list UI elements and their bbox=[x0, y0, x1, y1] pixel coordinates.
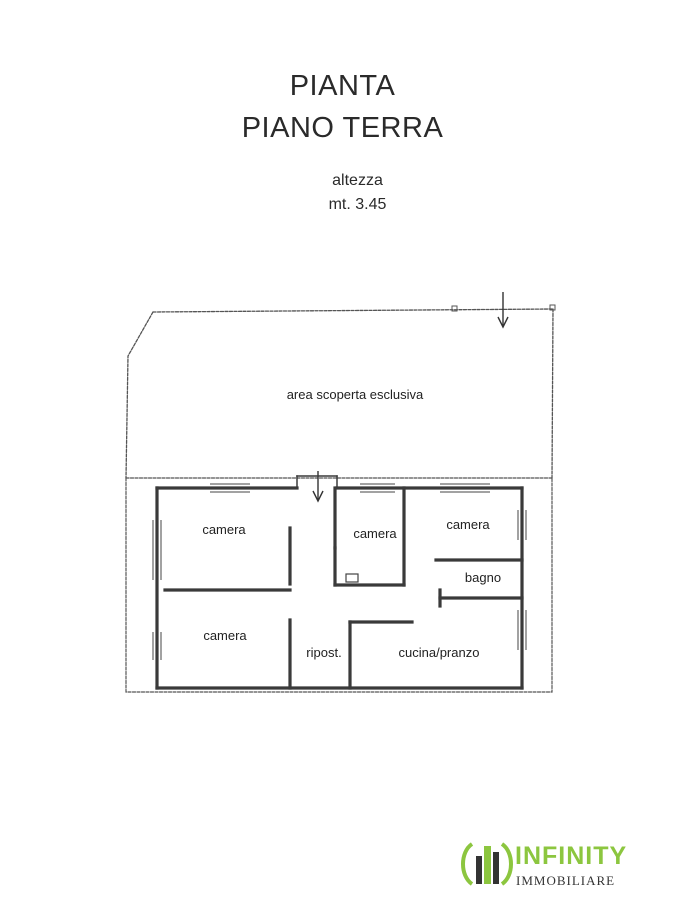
plan-title: PIANTA bbox=[289, 70, 396, 102]
plan-subtitle: PIANO TERRA bbox=[241, 112, 444, 144]
brand-tagline: IMMOBILIARE bbox=[516, 873, 616, 888]
room-cucina-pranzo: cucina/pranzo bbox=[399, 645, 480, 660]
fixture-box bbox=[345, 573, 359, 583]
property-boundary bbox=[125, 477, 553, 693]
corner-marker bbox=[451, 305, 458, 312]
outdoor-area-outline bbox=[125, 308, 554, 479]
room-camera-top-left: camera bbox=[202, 522, 246, 537]
infinity-logo-icon bbox=[461, 842, 513, 886]
outdoor-area-label: area scoperta esclusiva bbox=[287, 387, 424, 402]
entrance-arrow-top bbox=[497, 292, 509, 329]
brand-name: INFINITY bbox=[515, 842, 628, 870]
room-ripostiglio: ripost. bbox=[306, 645, 341, 660]
windows bbox=[152, 483, 527, 660]
room-camera-bottom-left: camera bbox=[203, 628, 247, 643]
height-value: mt. 3.45 bbox=[328, 196, 387, 213]
room-camera-top-right: camera bbox=[446, 517, 490, 532]
corner-marker bbox=[549, 304, 556, 311]
room-camera-top-middle: camera bbox=[353, 526, 397, 541]
room-bagno: bagno bbox=[465, 570, 501, 585]
height-label: altezza bbox=[332, 172, 383, 189]
house-walls bbox=[155, 475, 524, 690]
